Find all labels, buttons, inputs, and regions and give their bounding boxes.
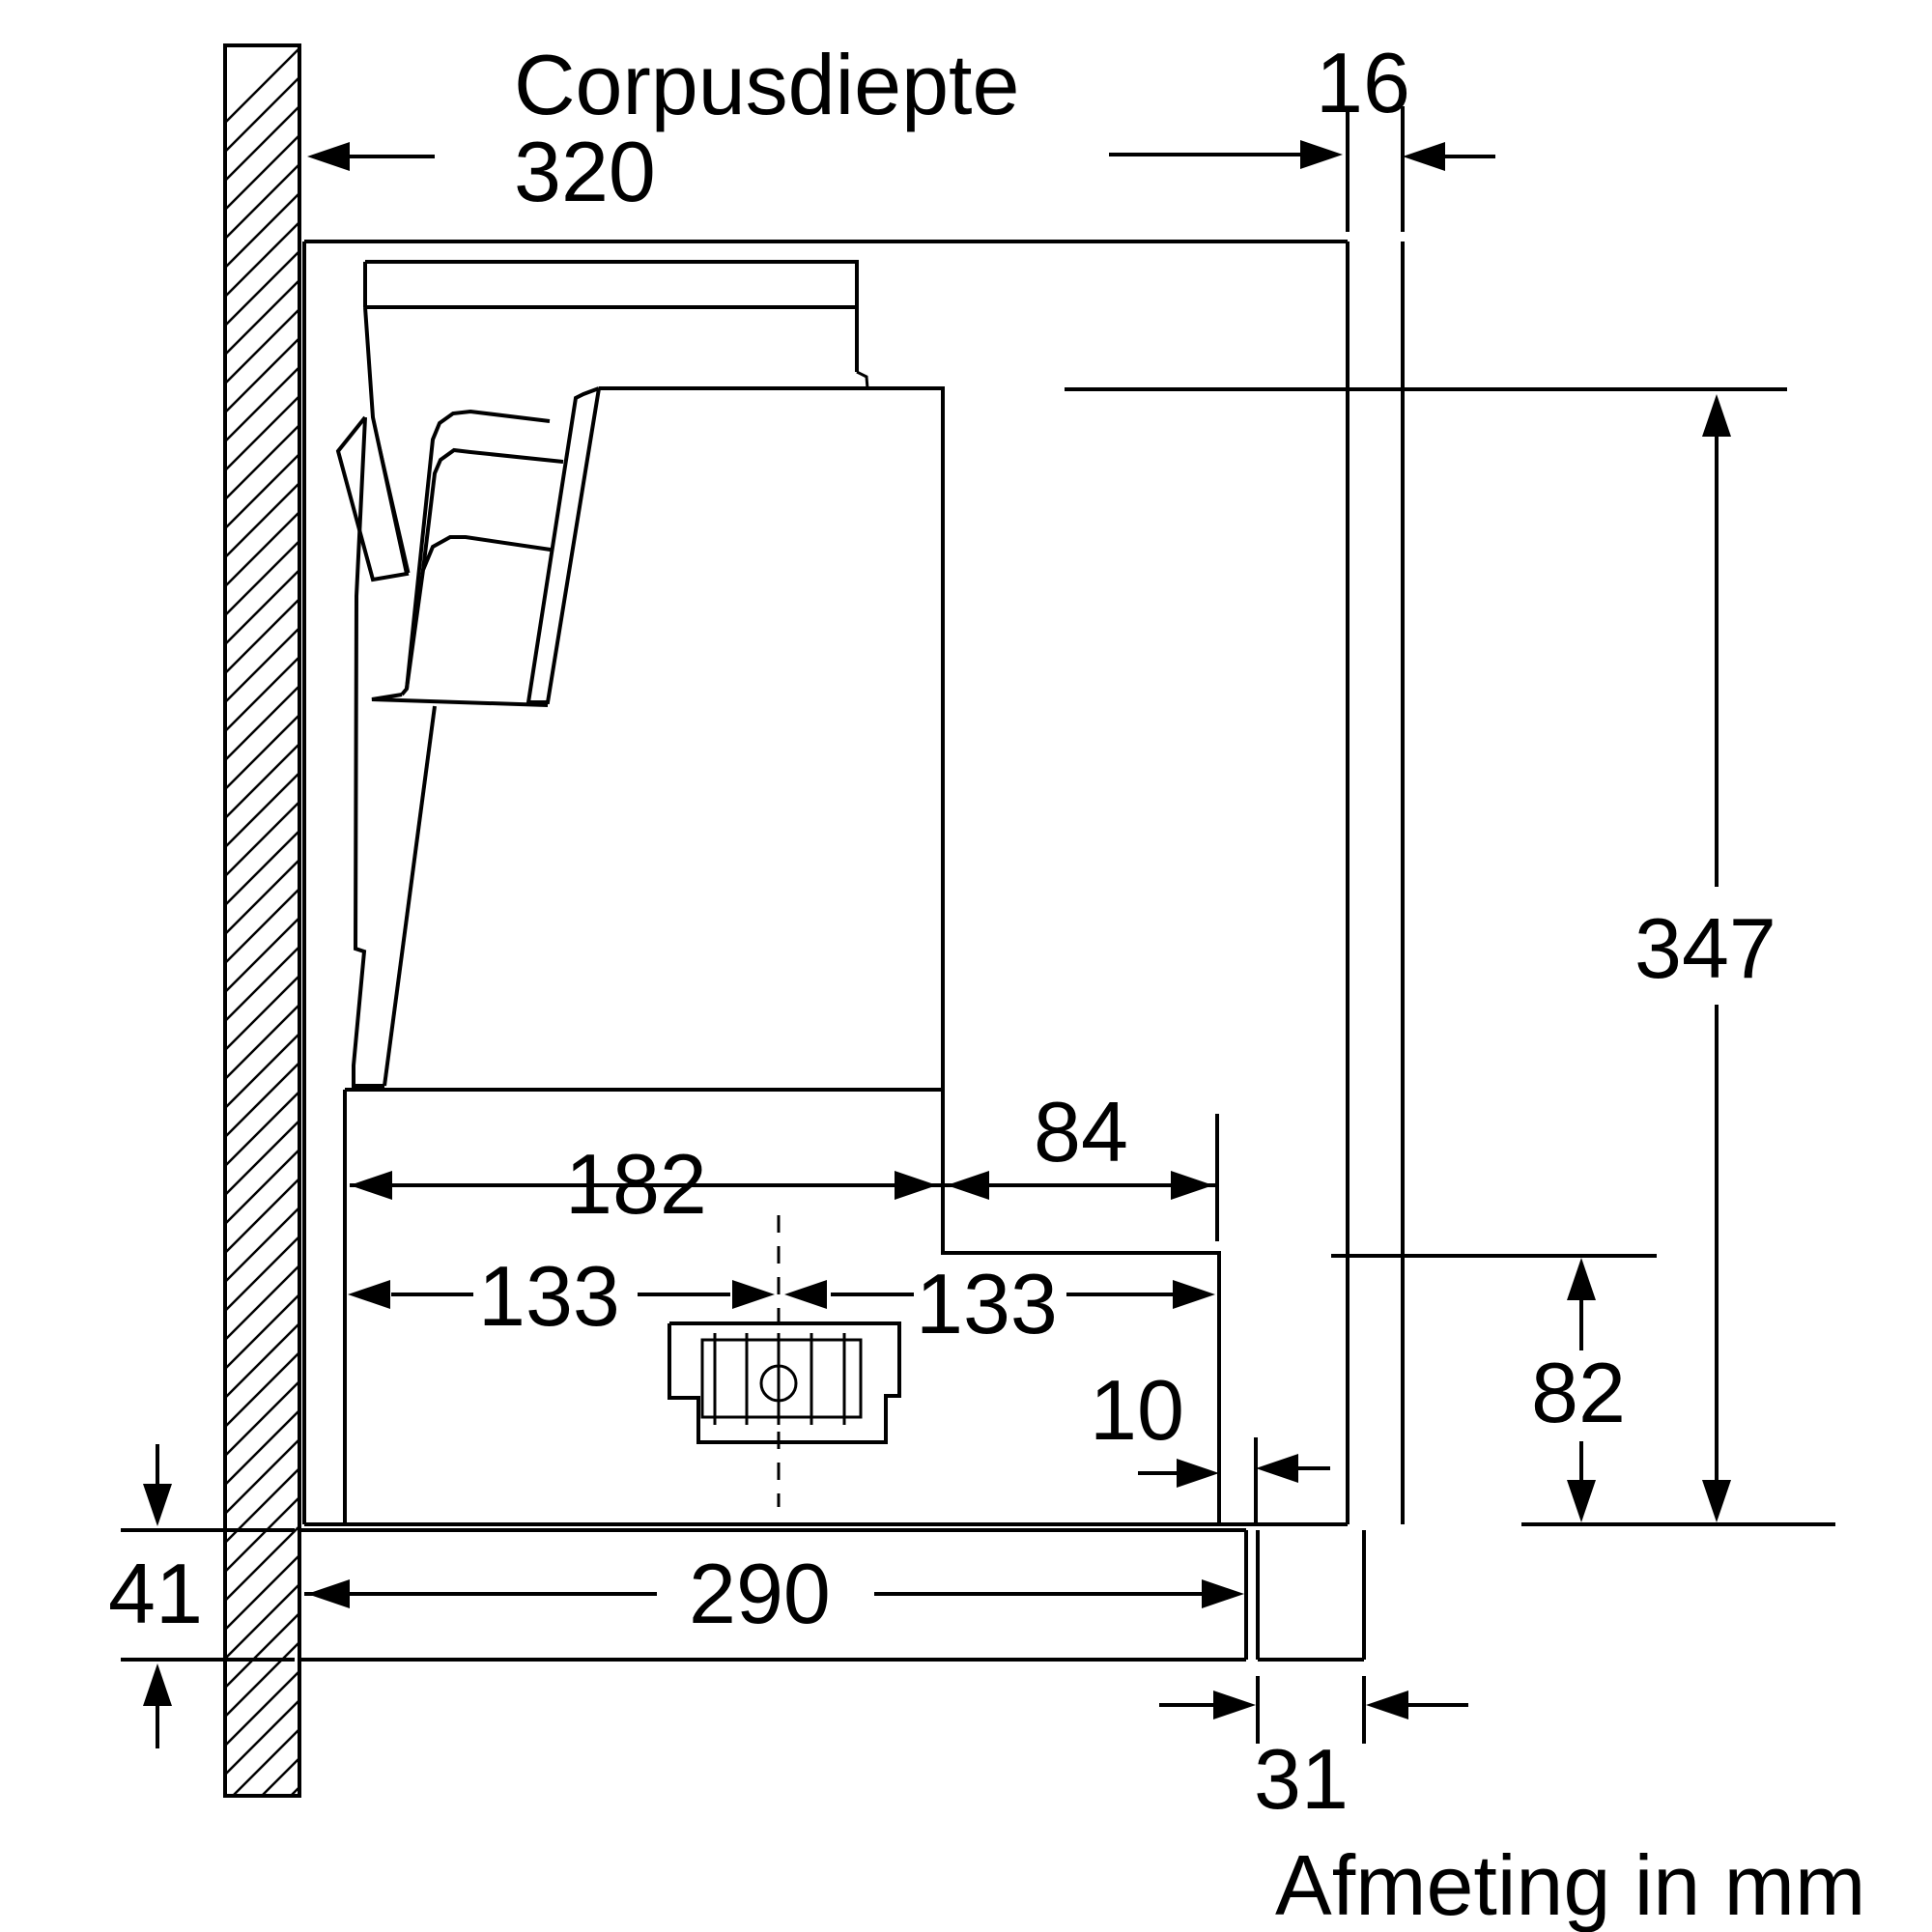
corpus-depth-title: Corpusdiepte <box>514 37 1019 132</box>
gap-10-label: 10 <box>1090 1362 1184 1458</box>
fan-motor <box>668 1215 901 1507</box>
depth-31-label: 31 <box>1254 1731 1349 1827</box>
wall-hatched <box>223 43 301 1798</box>
front-panel-thickness: 16 <box>1316 35 1410 130</box>
width-133-left-label: 133 <box>478 1248 620 1344</box>
dimension-lines <box>121 106 1835 1748</box>
offset-41-label: 41 <box>108 1546 203 1641</box>
unit-note: Afmeting in mm <box>1275 1837 1865 1932</box>
width-133-right-label: 133 <box>916 1256 1058 1351</box>
hood-unit <box>335 260 1221 1524</box>
cabinet-outline <box>302 240 1405 1526</box>
corpus-depth-value: 320 <box>514 124 656 219</box>
depth-290-label: 290 <box>689 1546 831 1641</box>
front-trim <box>299 1528 1366 1662</box>
width-84-label: 84 <box>1034 1084 1128 1179</box>
height-total-label: 347 <box>1634 900 1776 996</box>
width-182-label: 182 <box>565 1136 707 1232</box>
height-lower-label: 82 <box>1531 1345 1626 1440</box>
